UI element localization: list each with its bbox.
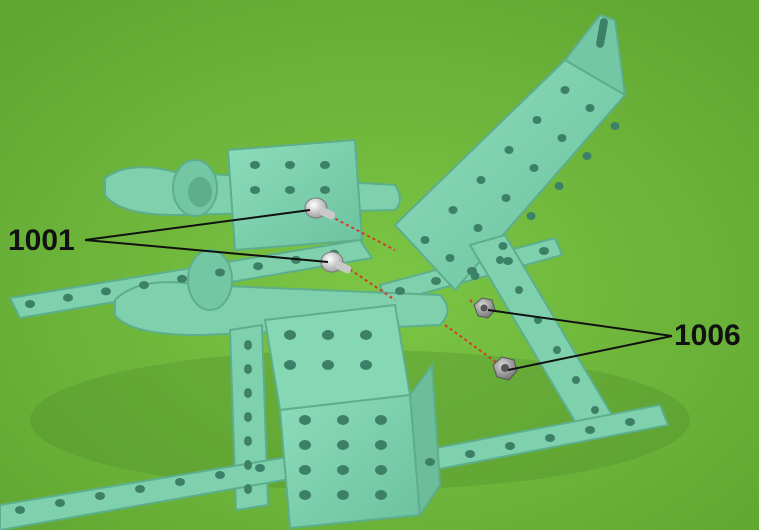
plate-hole	[533, 116, 542, 124]
plate-hole	[449, 206, 458, 214]
plate-hole	[499, 242, 508, 250]
plate-hole	[561, 86, 570, 94]
plate-hole	[586, 104, 595, 112]
plate-hole	[530, 164, 539, 172]
strip-hole	[515, 286, 523, 294]
strip-hole	[244, 364, 252, 374]
strip-hole	[255, 464, 265, 472]
strip-hole	[175, 478, 185, 486]
strip-hole	[25, 300, 35, 308]
cube-hole	[285, 186, 295, 194]
strip-hole	[545, 434, 555, 442]
cube-hole	[284, 330, 296, 340]
plate-hole	[583, 152, 592, 160]
strip-hole	[625, 418, 635, 426]
cube-hole	[337, 490, 349, 500]
cube-hole	[299, 465, 311, 475]
cube-hole	[299, 440, 311, 450]
strip-hole	[244, 436, 252, 446]
strip-hole	[63, 294, 73, 302]
plate-hole	[502, 194, 511, 202]
strip-hole	[503, 257, 513, 265]
cube-hole	[320, 161, 330, 169]
cube-hole	[250, 161, 260, 169]
strip-hole	[465, 450, 475, 458]
plate-hole	[555, 182, 564, 190]
strip-hole	[244, 484, 252, 494]
strip-hole	[585, 426, 595, 434]
strip-hole	[539, 247, 549, 255]
cube-hole	[375, 440, 387, 450]
strip-hole	[139, 281, 149, 289]
strip-hole	[395, 287, 405, 295]
rear-cube	[228, 140, 362, 250]
strip-hole	[177, 275, 187, 283]
cube-hole	[284, 360, 296, 370]
cube-hole	[375, 415, 387, 425]
strip-hole	[431, 277, 441, 285]
cube-hole	[322, 330, 334, 340]
plate-hole	[471, 272, 480, 280]
cube-hole	[285, 161, 295, 169]
plate-hole	[446, 254, 455, 262]
plate-hole	[611, 122, 620, 130]
cube-hole	[375, 490, 387, 500]
cube-hole	[299, 490, 311, 500]
strip-hole	[244, 340, 252, 350]
cube-hole	[337, 465, 349, 475]
strip-hole	[505, 442, 515, 450]
cube-hole	[360, 360, 372, 370]
cube-hole	[360, 330, 372, 340]
strip-hole	[572, 376, 580, 384]
cube-hole	[337, 440, 349, 450]
callout-label-screw: 1001	[8, 226, 75, 256]
cube-hole	[250, 186, 260, 194]
strip-hole	[135, 485, 145, 493]
plate-hole	[474, 224, 483, 232]
cube-hole	[320, 186, 330, 194]
strip-hole	[425, 458, 435, 466]
strip-hole	[101, 287, 111, 295]
cube-hole	[322, 360, 334, 370]
cube-hole	[337, 415, 349, 425]
strip-hole	[553, 346, 561, 354]
plate-hole	[477, 176, 486, 184]
strip-hole	[95, 492, 105, 500]
strip-hole	[215, 471, 225, 479]
strip-hole	[591, 406, 599, 414]
strip-hole	[496, 256, 504, 264]
plate-hole	[505, 146, 514, 154]
plate-hole	[421, 236, 430, 244]
strip-hole	[244, 412, 252, 422]
strip-hole	[15, 506, 25, 514]
cube-hole	[375, 465, 387, 475]
callout-label-nut: 1006	[674, 321, 741, 351]
strip-hole	[253, 262, 263, 270]
cube-hole	[299, 415, 311, 425]
plate-hole	[558, 134, 567, 142]
strip-hole	[244, 460, 252, 470]
plate-hole	[527, 212, 536, 220]
strip-hole	[55, 499, 65, 507]
strip-hole	[215, 269, 225, 277]
strip-hole	[244, 388, 252, 398]
